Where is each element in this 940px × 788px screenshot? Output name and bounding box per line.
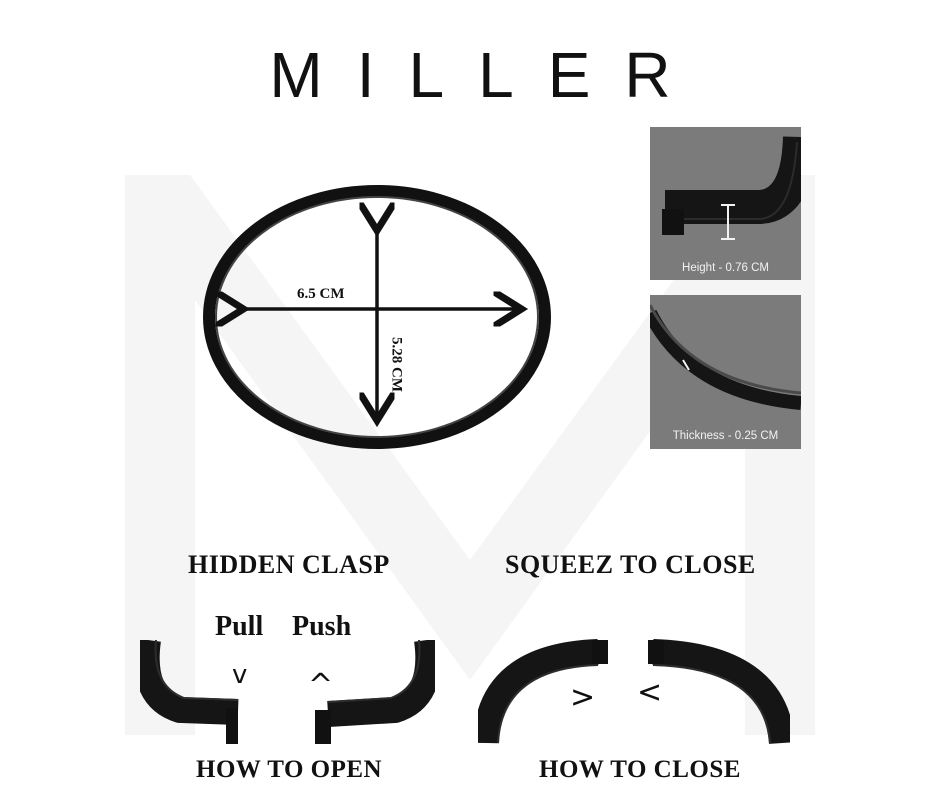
pull-arrow-icon: v xyxy=(232,660,248,690)
bangle-ring xyxy=(203,185,551,449)
width-label: 6.5 CM xyxy=(297,286,345,302)
close-left-arrow-icon: > xyxy=(570,680,596,715)
push-arrow-icon: ^ xyxy=(308,668,334,703)
squeeze-heading: SQUEEZ TO CLOSE xyxy=(505,550,756,579)
hidden-clasp-heading: HIDDEN CLASP xyxy=(188,550,390,579)
height-label: 5.28 CM xyxy=(388,337,405,392)
bangle-height-photo xyxy=(662,136,801,240)
how-to-close-caption: HOW TO CLOSE xyxy=(539,756,741,783)
how-to-open-caption: HOW TO OPEN xyxy=(196,756,383,783)
close-clasp-image xyxy=(478,639,790,745)
bangle-dimension-diagram xyxy=(203,185,551,449)
thickness-detail-card: Thickness - 0.25 CM xyxy=(650,295,801,449)
bangle-thickness-photo xyxy=(650,304,801,410)
height-card-label: Height - 0.76 CM xyxy=(682,262,769,274)
brand-logo: MILLER xyxy=(269,39,705,111)
height-detail-card: Height - 0.76 CM xyxy=(650,127,801,280)
open-clasp-image xyxy=(140,640,435,744)
pull-label: Pull xyxy=(215,611,264,642)
thickness-card-label: Thickness - 0.25 CM xyxy=(672,430,779,442)
push-label: Push xyxy=(292,611,352,642)
close-right-arrow-icon: < xyxy=(637,675,663,710)
